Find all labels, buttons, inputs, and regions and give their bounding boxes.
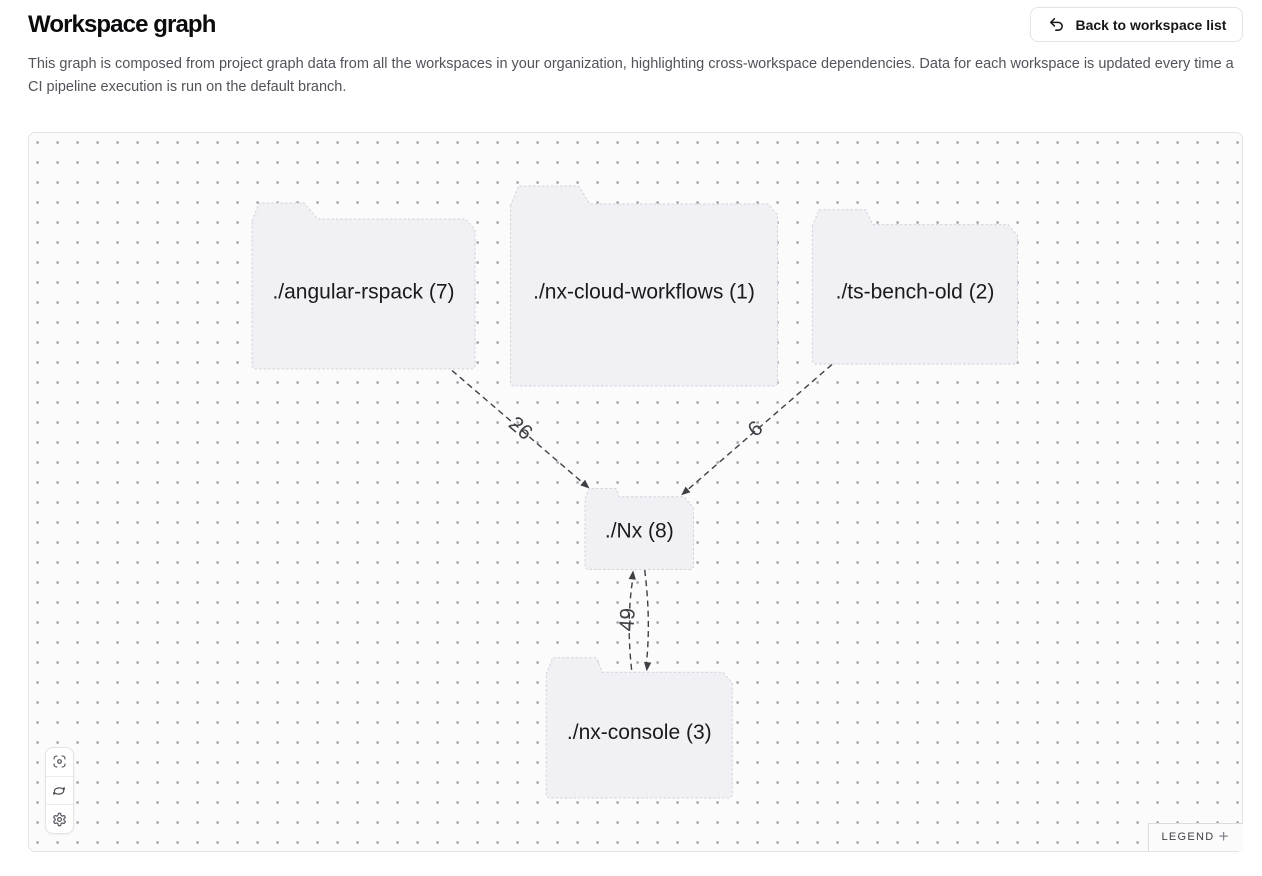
svg-text:./nx-cloud-workflows (1): ./nx-cloud-workflows (1) [533,281,755,304]
svg-text:./nx-console (3): ./nx-console (3) [567,721,712,744]
svg-text:49: 49 [615,607,639,632]
svg-text:./angular-rspack (7): ./angular-rspack (7) [272,281,454,304]
svg-text:./ts-bench-old (2): ./ts-bench-old (2) [836,281,995,304]
svg-text:./Nx (8): ./Nx (8) [605,520,674,543]
